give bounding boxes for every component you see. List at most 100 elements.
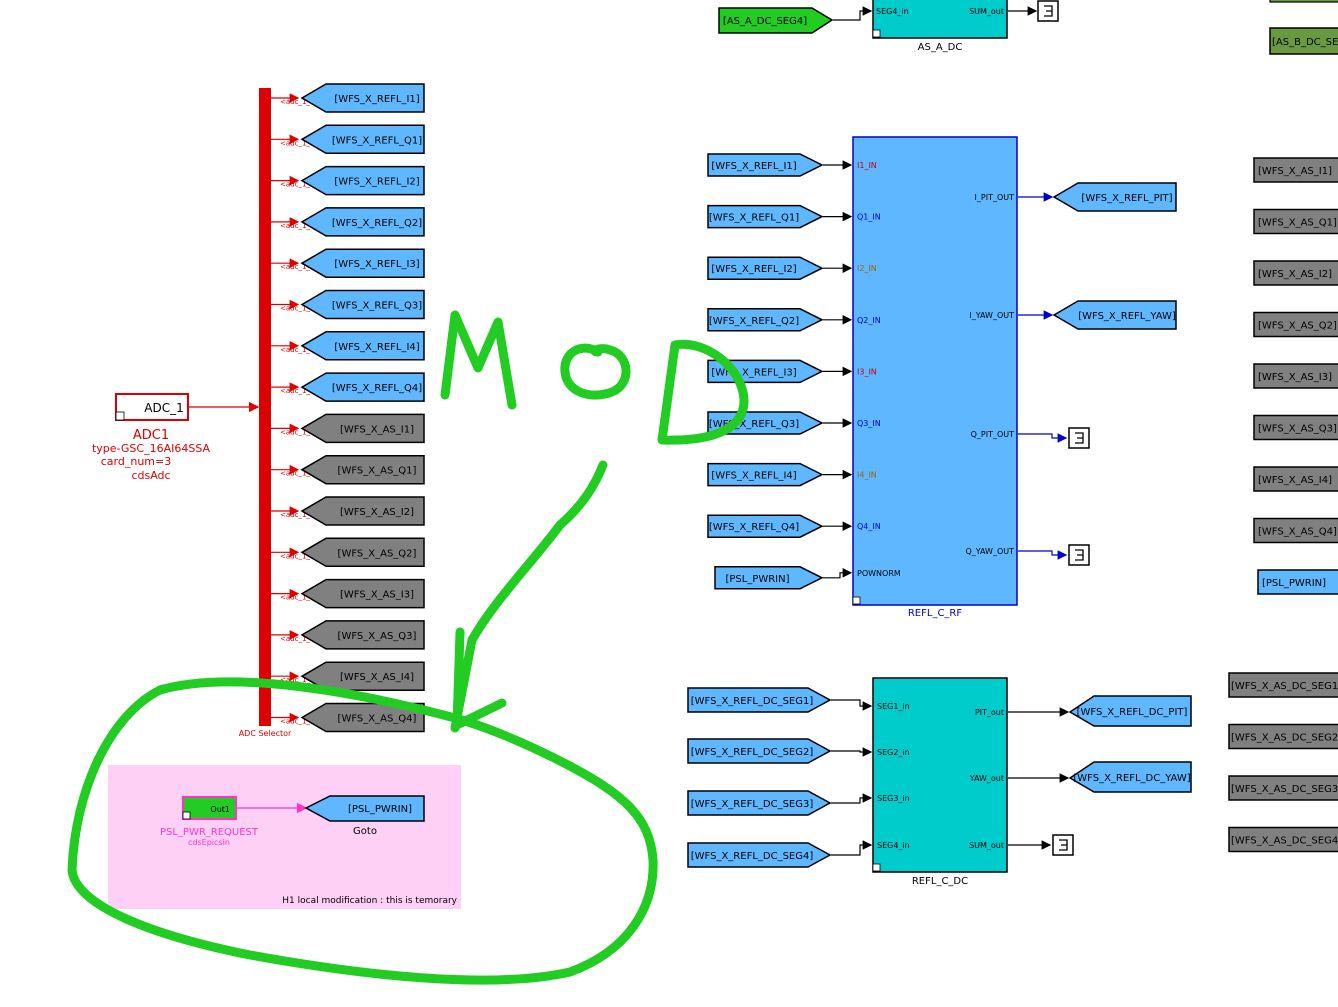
adc-output-2[interactable]: <adc_1_>[WFS_X_REFL_Q1] bbox=[271, 124, 425, 155]
right-as-tag-9[interactable]: [PSL_PWRIN] bbox=[1257, 569, 1338, 595]
top-cut-tag bbox=[1269, 0, 1338, 3]
rf-from-tag bbox=[707, 153, 824, 177]
right-column-tags: [WFS_X_AS_I1] [WFS_X_AS_Q1] [WFS_X_AS_I2] [… bbox=[1228, 157, 1338, 853]
right-as-tag-1[interactable]: [WFS_X_AS_I1] bbox=[1253, 157, 1338, 183]
adc-goto-tag-shape bbox=[300, 537, 425, 568]
refl-c-dc-connections: [WFS_X_REFL_DC_SEG1]SEG1_in [WFS_X_REFL_D… bbox=[687, 687, 1192, 868]
rf-output-2[interactable]: I_YAW_OUT[WFS_X_REFL_YAW] bbox=[969, 300, 1177, 330]
dc-output-3[interactable]: SUM_out bbox=[969, 834, 1074, 856]
dc-in-port-label: SEG1_in bbox=[877, 702, 910, 711]
rf-output-1[interactable]: I_PIT_OUT[WFS_X_REFL_PIT] bbox=[975, 182, 1177, 212]
adc-block-label: ADC_1 bbox=[144, 401, 183, 415]
adc-output-13[interactable]: <adc_1_>[WFS_X_AS_I3] bbox=[271, 578, 425, 609]
right-as-tag-6[interactable]: [WFS_X_AS_Q3] bbox=[1253, 414, 1338, 441]
adc-output-11[interactable]: <adc_1_>[WFS_X_AS_I2] bbox=[271, 496, 425, 526]
adc-output-16[interactable]: <adc_1_>[WFS_X_AS_Q4] bbox=[271, 702, 425, 733]
dc-goto-tag bbox=[1068, 695, 1192, 727]
dc-input-2[interactable]: [WFS_X_REFL_DC_SEG2]SEG2_in bbox=[687, 738, 910, 764]
dc-output-2[interactable]: YAW_out[WFS_X_REFL_DC_YAW] bbox=[969, 761, 1192, 793]
adc-output-3[interactable]: <adc_1_>[WFS_X_REFL_I2] bbox=[271, 165, 425, 196]
adc-port-label: <adc_1_> bbox=[280, 594, 316, 602]
right-dc-tag-1[interactable]: [WFS_X_AS_DC_SEG1 bbox=[1228, 672, 1338, 698]
adc-output-10[interactable]: <adc_1_>[WFS_X_AS_Q1] bbox=[271, 454, 425, 485]
right-as-tag-2[interactable]: [WFS_X_AS_Q1] bbox=[1253, 208, 1338, 235]
dc-input-4[interactable]: [WFS_X_REFL_DC_SEG4]SEG4_in bbox=[687, 840, 910, 868]
right-dc-tag-shape bbox=[1228, 775, 1338, 801]
rf-output-3[interactable]: Q_PIT_OUT bbox=[971, 427, 1090, 449]
as-a-dc-source-tag[interactable]: [AS_A_DC_SEG4] bbox=[718, 7, 834, 34]
adc-port-label: <adc_1_> bbox=[280, 428, 316, 436]
dc-goto-tag bbox=[1068, 761, 1192, 793]
adc-goto-tag-shape bbox=[300, 248, 425, 278]
psl-pwr-request-block[interactable]: Out1 bbox=[182, 796, 237, 820]
dc-input-1[interactable]: [WFS_X_REFL_DC_SEG1]SEG1_in bbox=[687, 687, 910, 713]
adc-goto-tag-shape bbox=[300, 83, 425, 113]
rf-input-4[interactable]: [WFS_X_REFL_Q2]Q2_IN bbox=[707, 308, 881, 332]
rf-input-1[interactable]: [WFS_X_REFL_I1]I1_IN bbox=[707, 153, 877, 177]
rf-input-7[interactable]: [WFS_X_REFL_I4]I4_IN bbox=[707, 462, 877, 487]
refl-c-rf-name: REFL_C_RF bbox=[908, 608, 963, 619]
right-as-tag-shape bbox=[1253, 157, 1338, 183]
rf-out-port-label: I_YAW_OUT bbox=[969, 311, 1014, 320]
right-as-tag-shape bbox=[1253, 466, 1338, 492]
dc-output-1[interactable]: PIT_out[WFS_X_REFL_DC_PIT] bbox=[975, 695, 1192, 727]
right-as-tag-5[interactable]: [WFS_X_AS_I3] bbox=[1253, 363, 1338, 389]
right-dc-tag-2[interactable]: [WFS_X_AS_DC_SEG2 bbox=[1228, 723, 1338, 750]
adc-output-8[interactable]: <adc_1_>[WFS_X_REFL_Q4] bbox=[271, 372, 425, 402]
as-a-dc-terminator[interactable] bbox=[1037, 0, 1059, 22]
adc-selector-bar[interactable] bbox=[259, 88, 271, 726]
adc-output-12[interactable]: <adc_1_>[WFS_X_AS_Q2] bbox=[271, 537, 425, 568]
right-dc-tag-4[interactable]: [WFS_X_AS_DC_SEG4 bbox=[1228, 826, 1338, 853]
psl-goto-tag[interactable]: [PSL_PWRIN] bbox=[304, 795, 425, 822]
refl-c-rf-block[interactable] bbox=[852, 136, 1018, 606]
adc-goto-tag-shape bbox=[300, 454, 425, 485]
rf-in-port-label: I2_IN bbox=[857, 264, 877, 273]
adc-output-4[interactable]: <adc_1_>[WFS_X_REFL_Q2] bbox=[271, 207, 425, 237]
right-as-tag-4[interactable]: [WFS_X_AS_Q2] bbox=[1253, 311, 1338, 338]
right-as-tag-text: [WFS_X_AS_I1] bbox=[1258, 166, 1332, 177]
refl-c-dc-block[interactable] bbox=[872, 677, 1008, 873]
rf-input-9[interactable]: [PSL_PWRIN]POWNORM bbox=[714, 566, 901, 590]
right-as-tag-3[interactable]: [WFS_X_AS_I2] bbox=[1253, 260, 1338, 286]
adc-goto-tag-shape bbox=[300, 289, 425, 320]
rf-input-2[interactable]: [WFS_X_REFL_Q1]Q1_IN bbox=[707, 204, 881, 229]
rf-input-8[interactable]: [WFS_X_REFL_Q4]Q4_IN bbox=[707, 514, 881, 538]
rf-output-4[interactable]: Q_YAW_OUT bbox=[965, 544, 1090, 566]
rf-out-port-label: I_PIT_OUT bbox=[975, 193, 1015, 202]
right-as-tag-text: [PSL_PWRIN] bbox=[1262, 578, 1326, 589]
adc-output-9[interactable]: <adc_1_>[WFS_X_AS_I1] bbox=[271, 413, 425, 444]
adc-goto-tag-shape bbox=[300, 620, 425, 650]
dc-input-3[interactable]: [WFS_X_REFL_DC_SEG3]SEG3_in bbox=[687, 790, 910, 816]
psl-out-port: Out1 bbox=[210, 805, 230, 814]
adc-output-6[interactable]: <adc_1_>[WFS_X_REFL_Q3] bbox=[271, 289, 425, 320]
right-as-tag-shape bbox=[1253, 208, 1338, 235]
dc-input-line bbox=[831, 747, 873, 757]
dc-from-tag-text: [WFS_X_REFL_DC_SEG3] bbox=[691, 799, 814, 810]
terminator-glyph bbox=[1059, 839, 1068, 851]
rf-from-tag-text: [PSL_PWRIN] bbox=[725, 574, 789, 585]
rf-input-3[interactable]: [WFS_X_REFL_I2]I2_IN bbox=[707, 256, 877, 280]
adc-port-label: <adc_1_> bbox=[280, 387, 316, 395]
modification-note: H1 local modification : this is temorary bbox=[282, 896, 457, 906]
as-b-dc-tag-text: [AS_B_DC_SE bbox=[1272, 37, 1338, 48]
dc-from-tag-text: [WFS_X_REFL_DC_SEG4] bbox=[691, 851, 814, 862]
right-as-tag-text: [WFS_X_AS_Q4] bbox=[1258, 527, 1337, 538]
right-dc-tag-3[interactable]: [WFS_X_AS_DC_SEG3 bbox=[1228, 775, 1338, 801]
adc-card: card_num=3 bbox=[101, 455, 171, 468]
right-as-tag-8[interactable]: [WFS_X_AS_Q4] bbox=[1253, 517, 1338, 544]
adc-output-7[interactable]: <adc_1_>[WFS_X_REFL_I4] bbox=[271, 331, 425, 361]
as-b-dc-tag[interactable]: [AS_B_DC_SE bbox=[1269, 27, 1338, 55]
right-dc-tag-text: [WFS_X_AS_DC_SEG3 bbox=[1231, 784, 1338, 795]
adc-block[interactable]: ADC_1 bbox=[115, 393, 189, 421]
adc-output-14[interactable]: <adc_1_>[WFS_X_AS_Q3] bbox=[271, 620, 425, 650]
rf-from-tag bbox=[707, 514, 824, 538]
dc-from-tag-text: [WFS_X_REFL_DC_SEG2] bbox=[691, 747, 814, 758]
refl-c-rf-connections: [WFS_X_REFL_I1]I1_IN [WFS_X_REFL_Q1]Q1_IN… bbox=[707, 153, 1177, 590]
right-as-tag-7[interactable]: [WFS_X_AS_I4] bbox=[1253, 466, 1338, 492]
adc-goto-tag-text: [WFS_X_AS_I2] bbox=[340, 507, 414, 518]
adc-output-5[interactable]: <adc_1_>[WFS_X_REFL_I3] bbox=[271, 248, 425, 278]
as-a-dc-block[interactable]: SEG4_in SUM_out bbox=[872, 0, 1008, 39]
rf-in-port-label: Q1_IN bbox=[857, 213, 881, 222]
refl-c-dc-name: REFL_C_DC bbox=[912, 876, 968, 887]
adc-output-1[interactable]: <adc_1_>[WFS_X_REFL_I1] bbox=[271, 83, 425, 113]
